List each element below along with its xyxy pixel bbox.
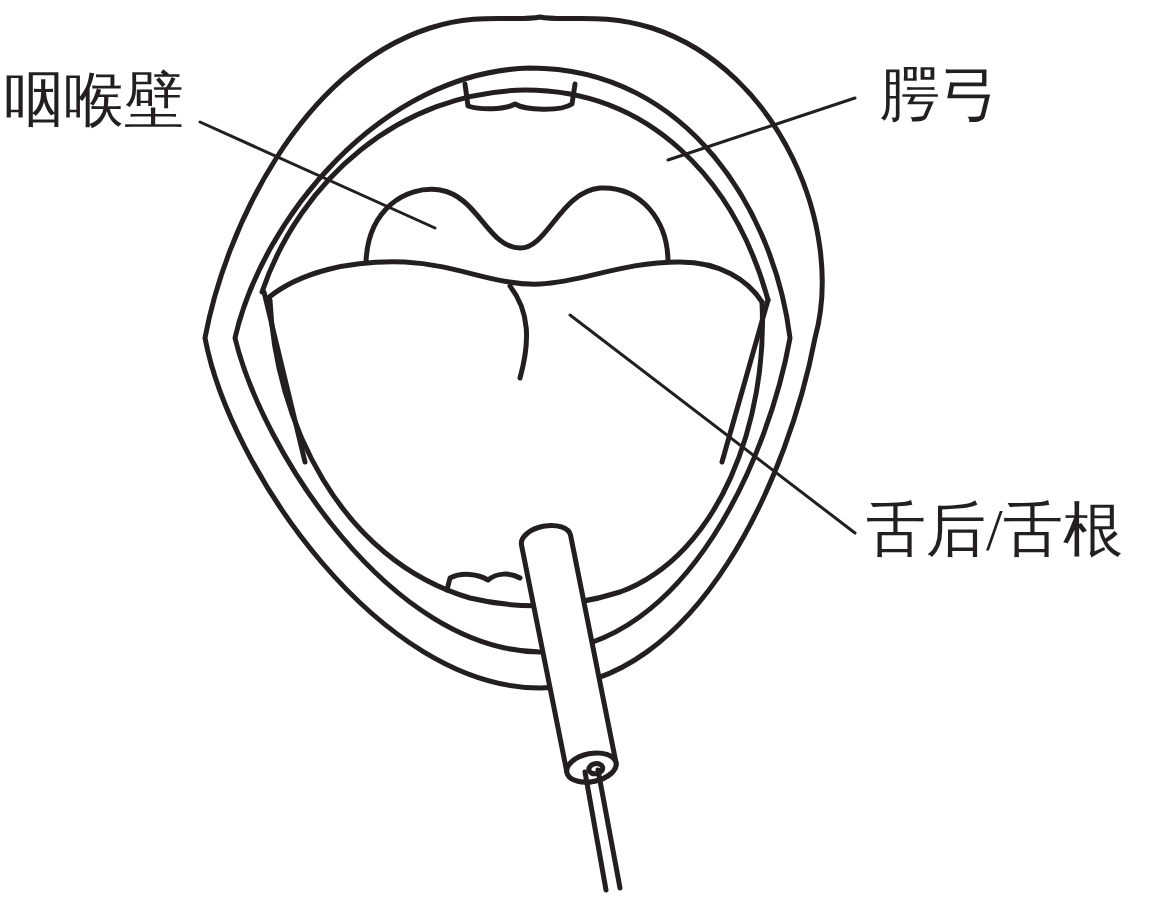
part-label: 腭弓 — [880, 64, 1000, 124]
cheek-line — [264, 292, 305, 462]
swab — [519, 521, 619, 786]
upper-teeth — [465, 84, 575, 109]
part-label: 咽喉壁 — [4, 70, 184, 130]
outer-lip — [205, 17, 822, 688]
swab-stick — [598, 770, 620, 888]
part-label: 舌后/舌根 — [866, 500, 1123, 560]
inner-lip — [235, 68, 790, 652]
leader-line — [200, 122, 435, 228]
leader-line — [570, 315, 855, 533]
pharynx-wall — [366, 188, 668, 262]
tongue-groove — [510, 286, 527, 378]
tongue-body — [270, 300, 763, 606]
leader-line — [668, 98, 855, 160]
lower-teeth — [447, 574, 520, 590]
